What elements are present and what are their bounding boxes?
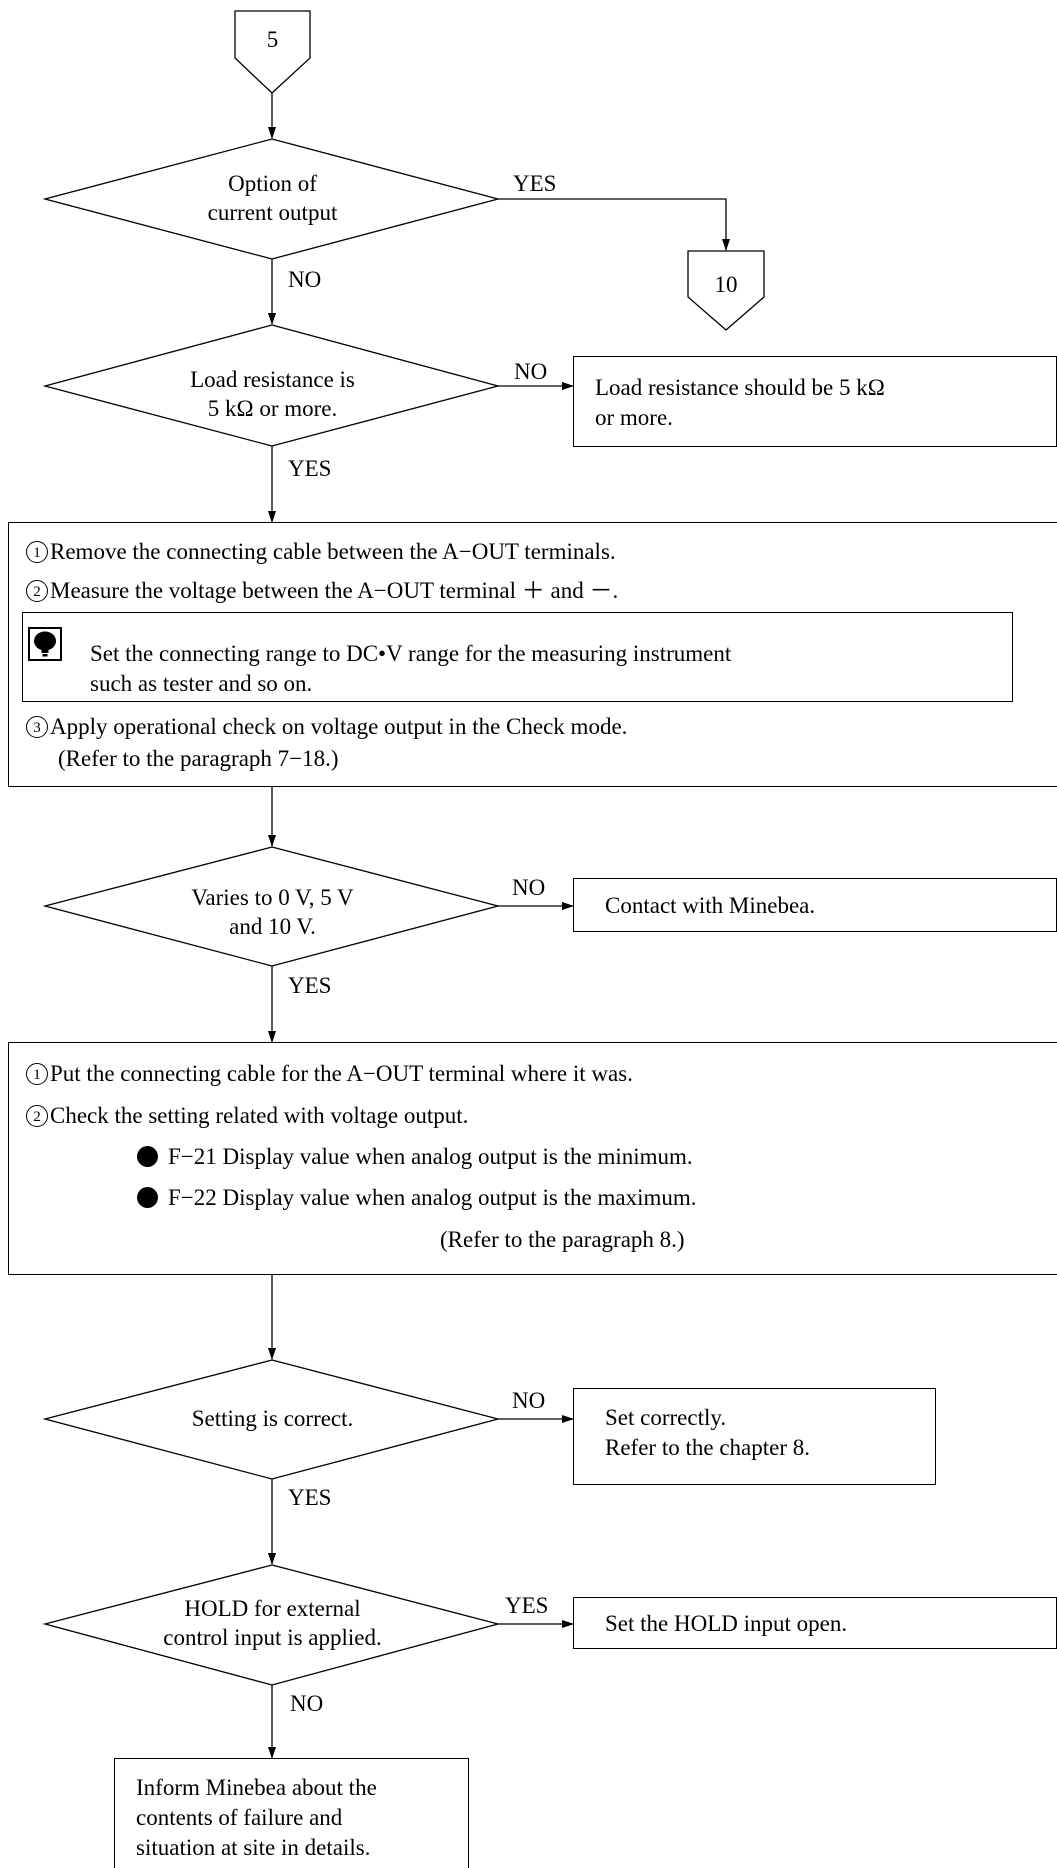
bullet-icon <box>137 1146 158 1167</box>
bullet-icon <box>137 1187 158 1208</box>
step-number-circle: 1 <box>26 1063 48 1085</box>
branch-d1-yes: YES <box>513 171 557 196</box>
process1-step2-text: Measure the voltage between the A−OUT te… <box>50 578 619 603</box>
decision-hold-applied-line1: HOLD for external <box>184 1596 361 1621</box>
decision-load-resistance-line2: 5 kΩ or more. <box>207 396 338 421</box>
process1-step3-text: Apply operational check on voltage outpu… <box>50 714 628 739</box>
decision-varies-voltage-line1: Varies to 0 V, 5 V <box>191 885 354 910</box>
outcome-inform-line1: Inform Minebea about the <box>136 1775 377 1800</box>
outcome-set-correctly-line2: Refer to the chapter 8. <box>605 1435 810 1460</box>
decision-setting-correct-text: Setting is correct. <box>191 1406 354 1431</box>
process2-step2-text: Check the setting related with voltage o… <box>50 1103 469 1128</box>
process2-item2: F−22 Display value when analog output is… <box>137 1184 696 1212</box>
branch-d3-no: NO <box>512 875 546 900</box>
connector-goto-shape <box>687 250 765 331</box>
step-number-circle: 2 <box>26 580 48 602</box>
decision-varies-voltage-line2: and 10 V. <box>229 914 316 939</box>
outcome-contact-text: Contact with Minebea. <box>605 893 816 918</box>
outcome-hold-open-text: Set the HOLD input open. <box>605 1611 848 1636</box>
process-put-cable-back-box <box>8 1042 1057 1275</box>
outcome-load-resistance-box <box>573 356 1057 447</box>
outcome-contact-box <box>573 878 1057 932</box>
outcome-set-correctly-box <box>573 1388 936 1485</box>
branch-d5-no: NO <box>290 1691 324 1716</box>
connector-goto-label: 10 <box>714 272 738 297</box>
step-number-circle: 3 <box>26 716 48 738</box>
branch-d4-yes: YES <box>288 1485 332 1510</box>
decision-load-resistance-line1: Load resistance is <box>190 367 355 392</box>
outcome-inform-line3: situation at site in details. <box>136 1835 371 1860</box>
process2-ref: (Refer to the paragraph 8.) <box>440 1227 685 1252</box>
process2-item1-text: F−21 Display value when analog output is… <box>168 1144 693 1169</box>
process1-note-line2: such as tester and so on. <box>90 671 313 696</box>
process1-note-line1: Set the connecting range to DC•V range f… <box>90 641 732 666</box>
lightbulb-hint-icon <box>28 627 62 661</box>
outcome-set-correctly-line1: Set correctly. <box>605 1405 727 1430</box>
process2-item1: F−21 Display value when analog output is… <box>137 1143 693 1171</box>
outcome-inform-box <box>114 1758 469 1868</box>
process2-step1-text: Put the connecting cable for the A−OUT t… <box>50 1061 633 1086</box>
process1-step3-ref: (Refer to the paragraph 7−18.) <box>58 746 339 771</box>
branch-d4-no: NO <box>512 1388 546 1413</box>
connector-start-label: 5 <box>266 27 279 52</box>
branch-d5-yes: YES <box>505 1593 549 1618</box>
branch-d2-no: NO <box>514 359 548 384</box>
step-number-circle: 2 <box>26 1105 48 1127</box>
arrow-d1-yes-to-connector <box>498 198 730 251</box>
decision-hold-applied-line2: control input is applied. <box>163 1625 382 1650</box>
step-number-circle: 1 <box>26 541 48 563</box>
process1-note-box <box>22 612 1013 702</box>
decision-current-output-line1: Option of <box>228 171 317 196</box>
branch-d2-yes: YES <box>288 456 332 481</box>
branch-d1-no: NO <box>288 267 322 292</box>
outcome-load-resistance-line2: or more. <box>595 405 673 430</box>
decision-current-output-line2: current output <box>207 200 338 225</box>
branch-d3-yes: YES <box>288 973 332 998</box>
process1-step1-text: Remove the connecting cable between the … <box>50 539 616 564</box>
connector-start-shape <box>234 10 311 94</box>
outcome-load-resistance-line1: Load resistance should be 5 kΩ <box>595 375 885 400</box>
process2-item2-text: F−22 Display value when analog output is… <box>168 1185 697 1210</box>
outcome-inform-line2: contents of failure and <box>136 1805 343 1830</box>
